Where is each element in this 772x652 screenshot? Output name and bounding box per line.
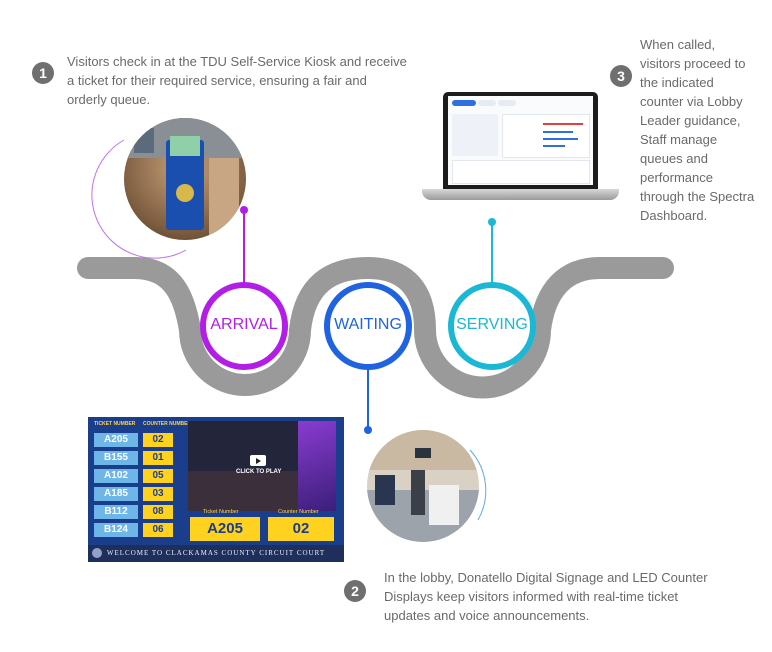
digital-signage: TICKET NUMBER COUNTER NUMBER A205 02 B15… [88, 417, 344, 562]
signage-ticket-header: TICKET NUMBER [94, 421, 136, 427]
step-2-text: In the lobby, Donatello Digital Signage … [384, 570, 708, 623]
signage-counter-cell: 05 [143, 469, 173, 483]
lobby-photo [367, 430, 479, 542]
signage-ticket-cell: B112 [94, 505, 138, 519]
journey-track [77, 256, 674, 399]
signage-counter-cell: 01 [143, 451, 173, 465]
signage-footer: WELCOME TO CLACKAMAS COUNTY CIRCUIT COUR… [88, 545, 344, 562]
signage-footer-text: WELCOME TO CLACKAMAS COUNTY CIRCUIT COUR… [106, 549, 326, 557]
signage-counter-cell: 03 [143, 487, 173, 501]
waiting-ring [324, 282, 412, 370]
signage-counter-cell: 02 [143, 433, 173, 447]
laptop-base [422, 189, 619, 200]
signage-ticket-cell: B124 [94, 523, 138, 537]
step-1-badge: 1 [32, 62, 54, 84]
signage-video-cta[interactable]: CLICK TO PLAY [236, 469, 282, 475]
step-1-text: Visitors check in at the TDU Self-Servic… [67, 54, 407, 107]
laptop-dashboard [443, 92, 598, 189]
step-3-text: When called, visitors proceed to the ind… [640, 37, 755, 223]
step-2-badge: 2 [344, 580, 366, 602]
kiosk-photo [124, 118, 246, 240]
stage-label-arrival: ARRIVAL [210, 316, 278, 333]
play-icon[interactable] [250, 455, 266, 466]
court-seal-icon [92, 548, 102, 558]
signage-ticket-cell: A102 [94, 469, 138, 483]
signage-counter-cell: 08 [143, 505, 173, 519]
stage-label-serving: SERVING [456, 316, 528, 333]
signage-counter-cell: 06 [143, 523, 173, 537]
signage-current-counter: 02 [268, 517, 334, 541]
signage-ticket-cell: A185 [94, 487, 138, 501]
stage-label-waiting: WAITING [334, 316, 402, 333]
serving-ring [448, 282, 536, 370]
signage-current-counter-label: Counter Number [278, 509, 319, 515]
arrival-ring [200, 282, 288, 370]
signage-video[interactable]: CLICK TO PLAY [188, 421, 336, 511]
signage-current-ticket-label: Ticket Number [203, 509, 239, 515]
step-3-badge: 3 [610, 65, 632, 87]
signage-ticket-cell: A205 [94, 433, 138, 447]
signage-current-ticket: A205 [190, 517, 260, 541]
signage-ticket-cell: B155 [94, 451, 138, 465]
signage-counter-header: COUNTER NUMBER [143, 421, 192, 427]
